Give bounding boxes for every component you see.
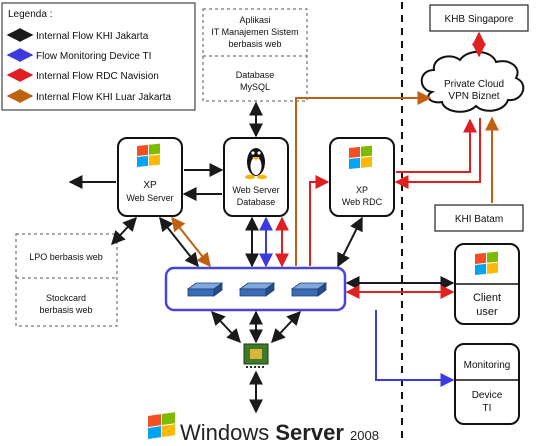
switch-icon (238, 282, 276, 297)
stockcard-label: berbasis web (39, 305, 92, 315)
app-db-box: Aplikasi IT Manajemen Sistem berbasis we… (202, 8, 308, 102)
node-label: Web Server (232, 185, 279, 195)
windows-brand: Windows Server 2008 (180, 420, 379, 445)
db-label: MySQL (240, 82, 270, 92)
khb-singapore-box: KHB Singapore (429, 4, 529, 32)
app-label: Aplikasi (239, 15, 270, 25)
cloud-label: Private Cloud (444, 79, 504, 90)
windows-logo-icon (137, 143, 160, 167)
switch-group (164, 266, 347, 312)
flow-black (337, 216, 363, 268)
node-label: Monitoring (464, 360, 511, 371)
server-board-icon (243, 343, 269, 368)
flow-blue (375, 310, 455, 387)
windows-server-2008-logo: Windows Server 2008 (148, 412, 379, 445)
lpo-label: LPO berbasis web (29, 252, 103, 262)
legend-label: Internal Flow KHI Jakarta (36, 31, 149, 42)
xp-web-rdc-node: XP Web RDC (329, 137, 395, 217)
xp-web-server-node: XP Web Server (117, 137, 183, 217)
flow-red (309, 175, 330, 266)
linux-penguin-icon (245, 148, 267, 180)
legend-label: Flow Monitoring Device TI (36, 51, 151, 62)
private-cloud: Private Cloud VPN Biznet (420, 51, 525, 113)
web-server-database-node: Web Server Database (223, 137, 289, 217)
legend-title: Legenda : (8, 9, 53, 20)
legend-item-red: Internal Flow RDC Navision (6, 68, 159, 82)
cloud-label: VPN Biznet (448, 91, 499, 102)
node-label: Device (472, 390, 503, 401)
stockcard-label: Stockcard (46, 293, 86, 303)
db-label: Database (236, 70, 275, 80)
flow-brown (171, 216, 211, 268)
node-label: XP (143, 180, 157, 191)
flow-red (394, 118, 481, 189)
khi-batam-box: KHI Batam (434, 204, 524, 232)
legend-label: Internal Flow RDC Navision (36, 71, 159, 82)
windows-logo-icon (349, 145, 372, 169)
node-label: Client (473, 292, 501, 304)
khi-batam-label: KHI Batam (455, 214, 503, 225)
client-user-node: Client user (454, 243, 520, 325)
flow-black (211, 310, 241, 344)
lpo-stockcard-box: LPO berbasis web Stockcard berbasis web (15, 233, 118, 327)
node-label: Web Server (126, 193, 173, 203)
node-label: TI (483, 403, 492, 414)
legend-item-brown: Internal Flow KHI Luar Jakarta (6, 89, 171, 103)
windows-logo-icon (475, 251, 498, 275)
flow-black (271, 310, 301, 344)
legend-item-black: Internal Flow KHI Jakarta (6, 28, 149, 42)
node-label: Web RDC (342, 197, 383, 207)
node-label: XP (356, 185, 368, 195)
switch-icon (186, 282, 224, 297)
monitoring-device-node: Monitoring Device TI (454, 343, 520, 425)
flow-black (159, 216, 199, 268)
flow-black (111, 216, 137, 246)
khb-label: KHB Singapore (445, 14, 514, 25)
windows-flag-icon (148, 412, 175, 439)
switch-icon (290, 282, 328, 297)
app-label: berbasis web (228, 39, 281, 49)
legend-item-blue: Flow Monitoring Device TI (6, 48, 151, 62)
flow-brown (295, 91, 432, 266)
legend: Legenda : Internal Flow KHI Jakarta Flow… (1, 2, 196, 111)
node-label: user (476, 306, 498, 318)
app-label: IT Manajemen Sistem (211, 27, 298, 37)
flow-red (396, 118, 477, 173)
legend-label: Internal Flow KHI Luar Jakarta (36, 92, 171, 103)
node-label: Database (237, 197, 276, 207)
